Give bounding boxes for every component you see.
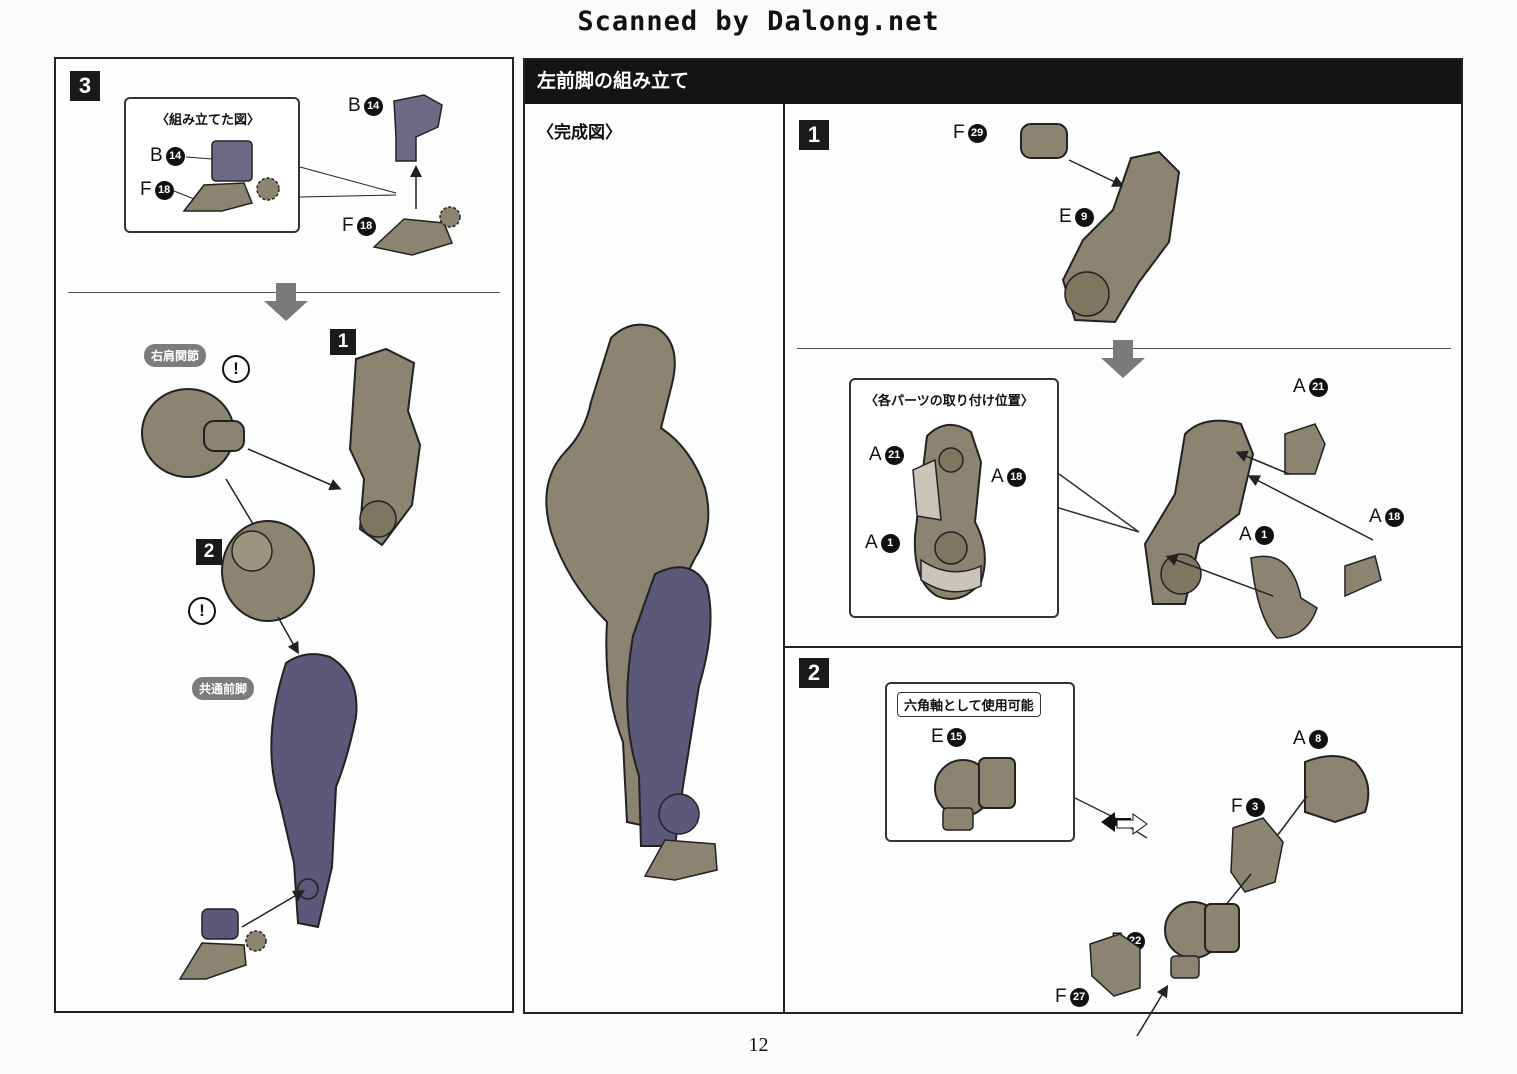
part-number-badge: 29 (967, 123, 987, 143)
step-2-f27-part (1089, 933, 1141, 997)
part-number-badge: 18 (154, 180, 174, 200)
part-number-badge: 9 (1074, 207, 1094, 227)
completed-label: 〈完成図〉 (537, 123, 622, 143)
step-2-illustration (1136, 755, 1370, 1037)
part-number-badge: 21 (884, 445, 904, 465)
step-1-top-illustration (1020, 123, 1181, 324)
attach-position-illustration (912, 424, 986, 600)
part-number-badge: 18 (1006, 467, 1026, 487)
callout-title: 〈各パーツの取り付け位置〉 (865, 394, 1034, 409)
step-2-area: 2 六角軸として使用可能 E15 A8 F3 F22 F27 (785, 648, 1461, 1037)
part-number-badge: 14 (363, 96, 383, 116)
assembled-part-illustration (173, 140, 280, 212)
swap-arrows-icon (1074, 797, 1148, 839)
callout-title: 六角軸として使用可能 (897, 692, 1041, 717)
part-number-badge: 1 (880, 533, 900, 553)
completed-column: 〈完成図〉 (525, 104, 785, 1012)
part-number-badge: 21 (1308, 377, 1328, 397)
page-number: 12 (748, 1034, 769, 1056)
step-1-attach-illustration (1143, 419, 1382, 639)
common-front-leg-label: 共通前脚 (192, 677, 255, 700)
callout-pointer (1058, 473, 1140, 533)
sub-step-2: 2 (196, 539, 222, 565)
warning-icon: ! (222, 355, 250, 383)
callout-title: 〈組み立てた図〉 (156, 113, 261, 128)
part-number-badge: 18 (356, 216, 376, 236)
hex-shaft-part-illustration (934, 757, 1016, 831)
part-number-badge: 8 (1308, 729, 1328, 749)
step-3-top-parts-illustration (299, 94, 461, 256)
part-number-badge: 14 (165, 146, 185, 166)
part-number-badge: 15 (946, 727, 966, 747)
part-number-badge: 1 (1254, 525, 1274, 545)
shoulder-joint-label: 右肩関節 (144, 344, 207, 367)
part-number-badge: 3 (1245, 797, 1265, 817)
section-header: 左前脚の組み立て (525, 60, 1461, 104)
down-arrow-icon (264, 283, 308, 321)
step-number: 1 (799, 120, 829, 150)
leg-assembly-illustration (141, 347, 422, 980)
step-number: 3 (70, 71, 100, 101)
watermark-text: Scanned by Dalong.net (577, 6, 940, 37)
step-number: 2 (799, 658, 829, 688)
sub-step-1: 1 (330, 329, 356, 355)
completed-leg-illustration (545, 323, 718, 881)
part-number-badge: 18 (1384, 507, 1404, 527)
warning-icon: ! (188, 597, 216, 625)
part-number-badge: 27 (1069, 987, 1089, 1007)
down-arrow-icon (1101, 340, 1145, 378)
